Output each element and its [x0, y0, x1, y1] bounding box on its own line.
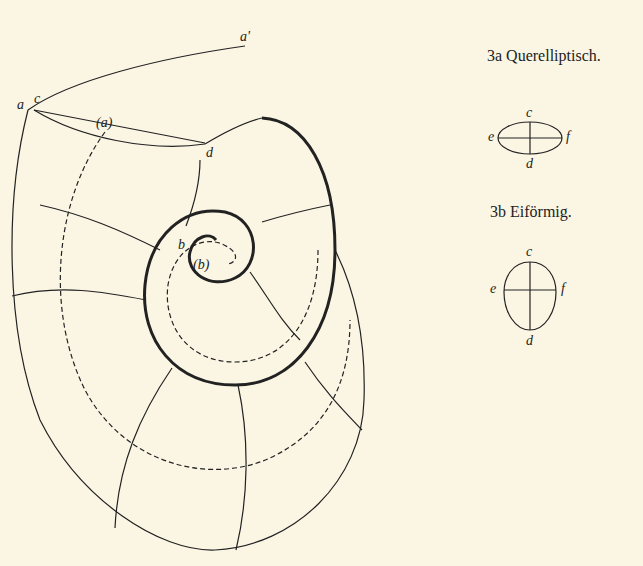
aperture-line	[205, 118, 262, 144]
septum	[250, 272, 300, 340]
point-letter: b	[178, 238, 185, 252]
septum	[236, 385, 246, 550]
outer-whorl	[12, 46, 364, 550]
point-letter: d	[206, 146, 213, 160]
median-line	[167, 242, 318, 362]
septum	[186, 160, 200, 226]
axis-letter: e	[488, 130, 494, 144]
cross-section-3b	[504, 262, 556, 330]
axis-letter: f	[561, 282, 565, 296]
axis-letter: d	[526, 334, 533, 348]
septum	[40, 205, 160, 250]
chord	[34, 110, 205, 143]
point-letter: a	[17, 98, 24, 112]
axis-letter: e	[490, 282, 496, 296]
spiral-shell	[12, 46, 364, 550]
axis-letter: c	[526, 245, 532, 259]
median-line	[60, 132, 350, 469]
point-letter: (a)	[96, 116, 112, 130]
point-letter: c	[34, 92, 40, 106]
point-letter: a'	[240, 30, 250, 44]
septum	[34, 110, 205, 146]
cross-section-3a	[498, 122, 562, 154]
septum	[262, 205, 330, 222]
septum	[12, 290, 146, 300]
figure-heading: 3a Querelliptisch.	[487, 48, 601, 64]
axis-letter: f	[566, 130, 570, 144]
figure-heading: 3b Eiförmig.	[490, 204, 572, 220]
point-letter: (b)	[193, 258, 209, 272]
axis-letter: c	[526, 106, 532, 120]
inner-whorl	[145, 118, 335, 385]
axis-letter: d	[526, 157, 533, 171]
septum	[115, 368, 172, 528]
septum	[305, 362, 362, 430]
